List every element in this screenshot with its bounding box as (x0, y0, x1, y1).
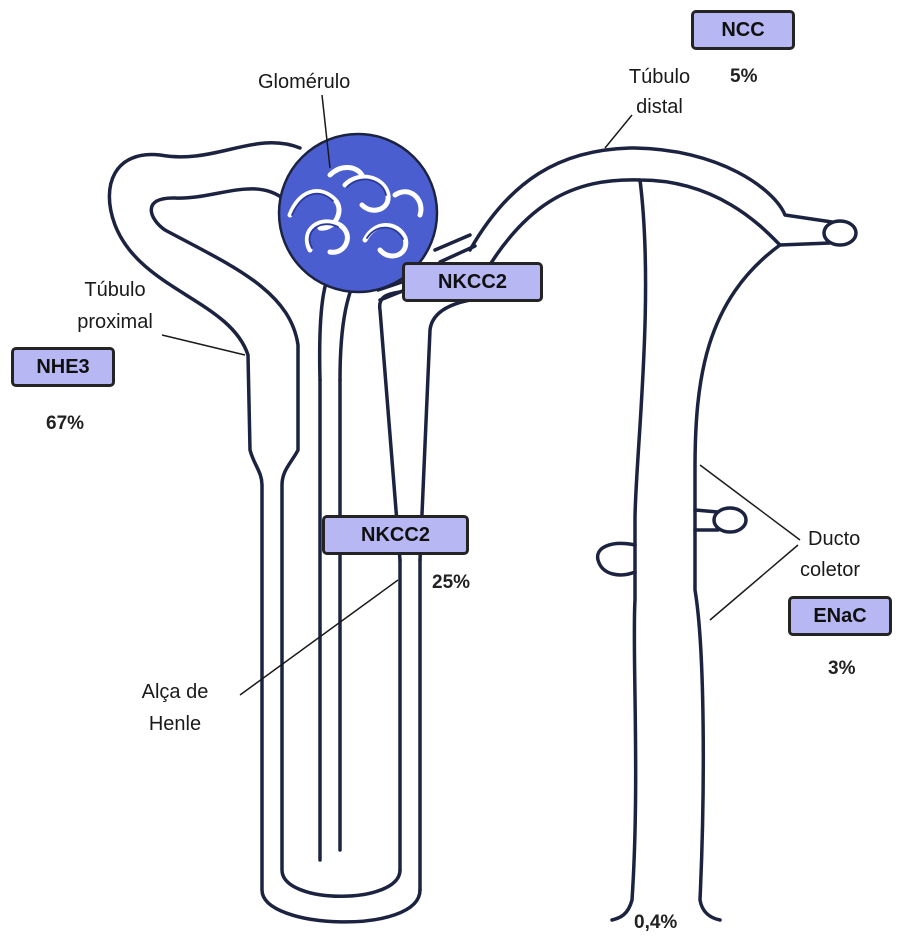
transporter-box-enac: ENaC (788, 596, 892, 636)
label-ducto-coletor-line2: coletor (800, 558, 860, 582)
percent-nkcc2-loop: 25% (432, 572, 470, 594)
leader-proximal (162, 335, 245, 355)
leader-distal (605, 115, 632, 148)
transporter-box-nkcc2-loop: NKCC2 (322, 515, 469, 555)
label-ducto-coletor-line1: Ducto (808, 527, 860, 551)
collecting-duct-left-wall (612, 180, 646, 920)
label-alca-henle-line2: Henle (125, 712, 225, 736)
transporter-box-nkcc2-top: NKCC2 (402, 262, 543, 302)
transporter-box-nhe3: NHE3 (11, 347, 115, 387)
excretion-percent: 0,4% (634, 912, 677, 934)
label-tubulo-proximal-line1: Túbulo (60, 278, 170, 302)
label-glomerulo: Glomérulo (258, 70, 350, 94)
leader-ducto-bottom (710, 545, 798, 620)
percent-ncc: 5% (730, 66, 757, 88)
collecting-branch-left (598, 543, 635, 574)
collecting-duct-right-wall (695, 245, 780, 920)
label-tubulo-distal-line1: Túbulo (612, 65, 707, 89)
percent-nhe3: 67% (46, 413, 84, 435)
label-tubulo-proximal-line2: proximal (60, 310, 170, 334)
transporter-box-ncc: NCC (691, 10, 795, 50)
distal-tubule-opening (824, 221, 856, 245)
distal-tubule-outer (470, 148, 832, 250)
label-tubulo-distal-line2: distal (612, 95, 707, 119)
percent-enac: 3% (828, 658, 855, 680)
label-alca-henle-line1: Alça de (125, 680, 225, 704)
arteriole-stub (435, 235, 475, 262)
